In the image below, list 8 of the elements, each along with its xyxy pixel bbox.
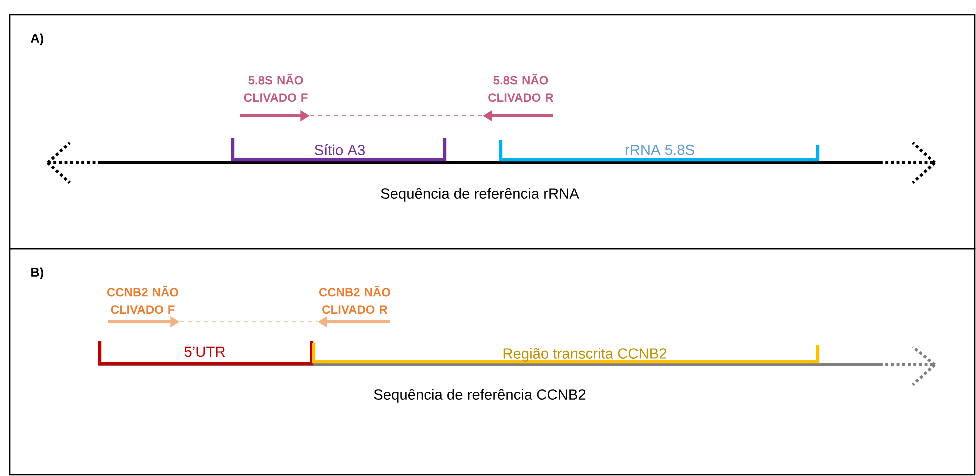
sequence-caption: Sequência de referência CCNB2	[374, 389, 586, 403]
panel-heading: B)	[32, 268, 44, 280]
panel-heading: A)	[31, 34, 44, 46]
region-bracket: Sítio A3	[231, 138, 447, 162]
region-bracket: Região transcrita CCNB2	[312, 343, 820, 364]
region-bracket: 5’UTR	[98, 341, 314, 366]
sequence-caption: Sequência de referência rRNA	[381, 188, 580, 202]
region-bracket: rRNA 5.8S	[499, 140, 820, 162]
